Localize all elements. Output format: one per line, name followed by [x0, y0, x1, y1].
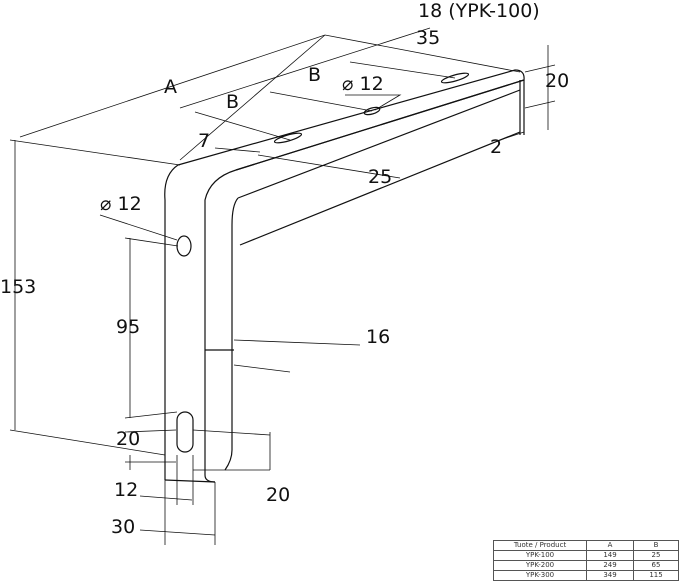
dim-wall-2: 2 — [490, 136, 503, 158]
bracket-vertical-leg — [164, 164, 239, 483]
table-row: YPK-200 249 65 — [493, 560, 679, 571]
table-row: YPK-100 149 25 — [493, 550, 679, 561]
header-a: A — [586, 540, 634, 551]
dim-height-153: 153 — [0, 276, 37, 298]
dim-slot-20-left: 20 — [116, 428, 141, 450]
cell-a: 349 — [586, 570, 634, 581]
cell-b: 115 — [633, 570, 679, 581]
table-row: YPK-300 349 115 — [493, 570, 679, 581]
dim-b-upper: B — [308, 64, 322, 86]
dim-slot-12: 12 — [114, 479, 139, 501]
header-b: B — [633, 540, 679, 551]
cell-a: 149 — [586, 550, 634, 561]
dim-width-35: 35 — [416, 27, 441, 49]
dim-thickness-note: 18 (YPK-100) — [418, 0, 540, 22]
dim-slot-25: 25 — [368, 166, 393, 188]
dim-a: A — [164, 76, 177, 98]
cell-product: YPK-300 — [493, 570, 587, 581]
dim-width-16: 16 — [366, 326, 391, 348]
product-dimension-table: Tuote / Product A B YPK-100 149 25 YPK-2… — [493, 540, 679, 581]
dim-hole-top: ⌀ 12 — [342, 73, 384, 95]
cell-product: YPK-200 — [493, 560, 587, 571]
cell-a: 249 — [586, 560, 634, 571]
cell-product: YPK-100 — [493, 550, 587, 561]
bracket-top-arm — [177, 69, 525, 246]
dim-spacing-95: 95 — [116, 316, 141, 338]
dim-hole-side: ⌀ 12 — [100, 193, 142, 215]
header-product: Tuote / Product — [493, 540, 587, 551]
dim-slot-7: 7 — [198, 130, 211, 152]
table-header-row: Tuote / Product A B — [493, 540, 679, 551]
dim-width-30: 30 — [111, 516, 136, 538]
cell-b: 65 — [633, 560, 679, 571]
dim-height-20-right: 20 — [545, 70, 570, 92]
dim-slot-20-right: 20 — [266, 484, 291, 506]
dim-b-lower: B — [226, 91, 240, 113]
cell-b: 25 — [633, 550, 679, 561]
dimension-lines — [9, 27, 556, 545]
